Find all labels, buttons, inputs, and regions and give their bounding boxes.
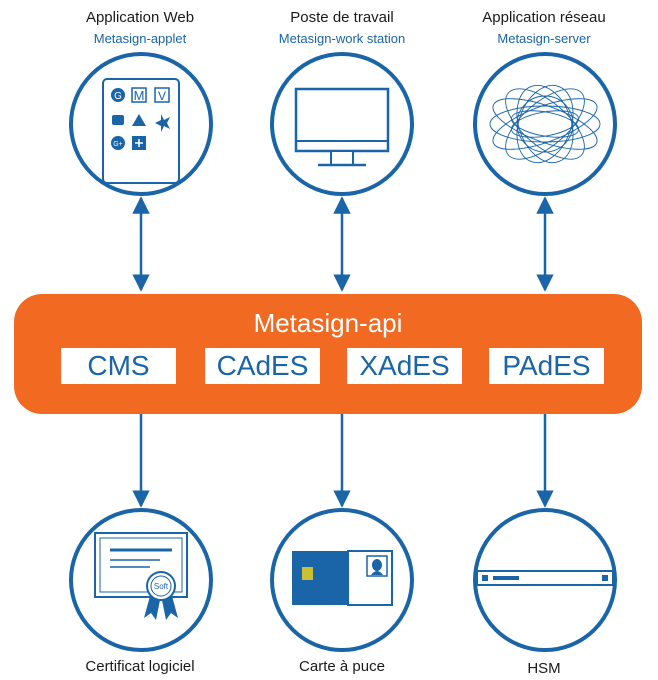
app-icons-grid bbox=[111, 87, 170, 150]
node-subtitle-network: Metasign-server bbox=[497, 31, 591, 46]
smartcard-icon bbox=[292, 550, 393, 606]
api-title: Metasign-api bbox=[253, 308, 403, 338]
format-xades: XAdES bbox=[347, 348, 462, 384]
format-pades: PAdES bbox=[489, 348, 604, 384]
node-title-network: Application réseau bbox=[482, 9, 606, 26]
app-icon-m: M bbox=[134, 88, 145, 103]
node-subtitle-web: Metasign-applet bbox=[93, 31, 187, 46]
app-icon-gplus: G+ bbox=[113, 141, 123, 148]
certificate-seal-text: Soft bbox=[154, 582, 169, 591]
network-mesh-icon bbox=[489, 84, 601, 164]
format-cms: CMS bbox=[61, 348, 176, 384]
metasign-api-box: Metasign-api CMS CAdES XAdES PAdES bbox=[14, 294, 642, 414]
node-title-hsm: HSM bbox=[527, 660, 561, 677]
monitor-icon bbox=[294, 87, 390, 167]
network-app-node bbox=[473, 52, 617, 196]
node-subtitle-workstation: Metasign-work station bbox=[278, 31, 406, 46]
format-cades: CAdES bbox=[205, 348, 320, 384]
node-title-web: Application Web bbox=[85, 9, 195, 26]
node-title-smartcard: Carte à puce bbox=[299, 658, 385, 675]
app-icon-v: V bbox=[158, 89, 166, 103]
hsm-rack-icon bbox=[476, 570, 614, 586]
node-title-workstation: Poste de travail bbox=[290, 9, 394, 26]
tablet-icon bbox=[102, 78, 180, 184]
certificate-icon bbox=[94, 532, 188, 620]
node-title-certificate: Certificat logiciel bbox=[85, 658, 195, 675]
app-icon-g: G bbox=[114, 91, 122, 102]
